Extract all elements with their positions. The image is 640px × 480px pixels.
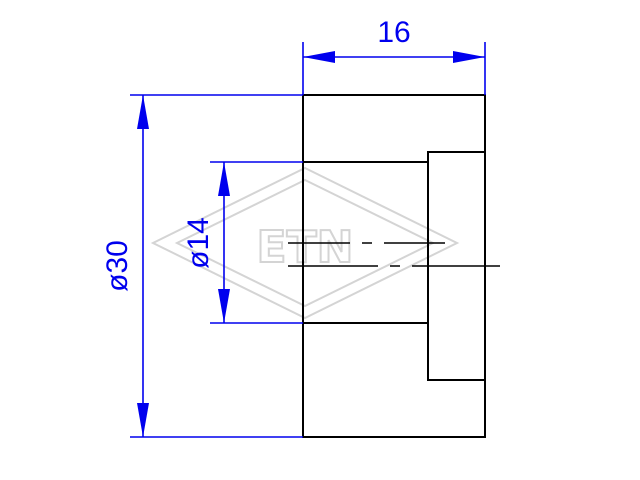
arrow-top-inner [218, 162, 230, 196]
arrow-bottom-inner [218, 289, 230, 323]
dimension-inner-diameter: ø14 [182, 161, 303, 324]
watermark: ETN [150, 166, 460, 320]
watermark-diamond-outer [150, 166, 460, 320]
arrow-right [453, 51, 485, 63]
dimension-outer-diameter: ø30 [101, 94, 303, 438]
arrow-top-outer [137, 95, 149, 129]
dimension-label-length: 16 [377, 16, 410, 49]
arrow-left [303, 51, 335, 63]
dimension-label-inner-diameter: ø14 [182, 217, 215, 269]
dimension-label-outer-diameter: ø30 [101, 240, 134, 292]
arrow-bottom-outer [137, 403, 149, 437]
watermark-diamond-inner [174, 178, 436, 308]
watermark-text: ETN [257, 222, 354, 273]
center-lines [288, 242, 500, 267]
dimension-length: 16 [302, 16, 486, 95]
